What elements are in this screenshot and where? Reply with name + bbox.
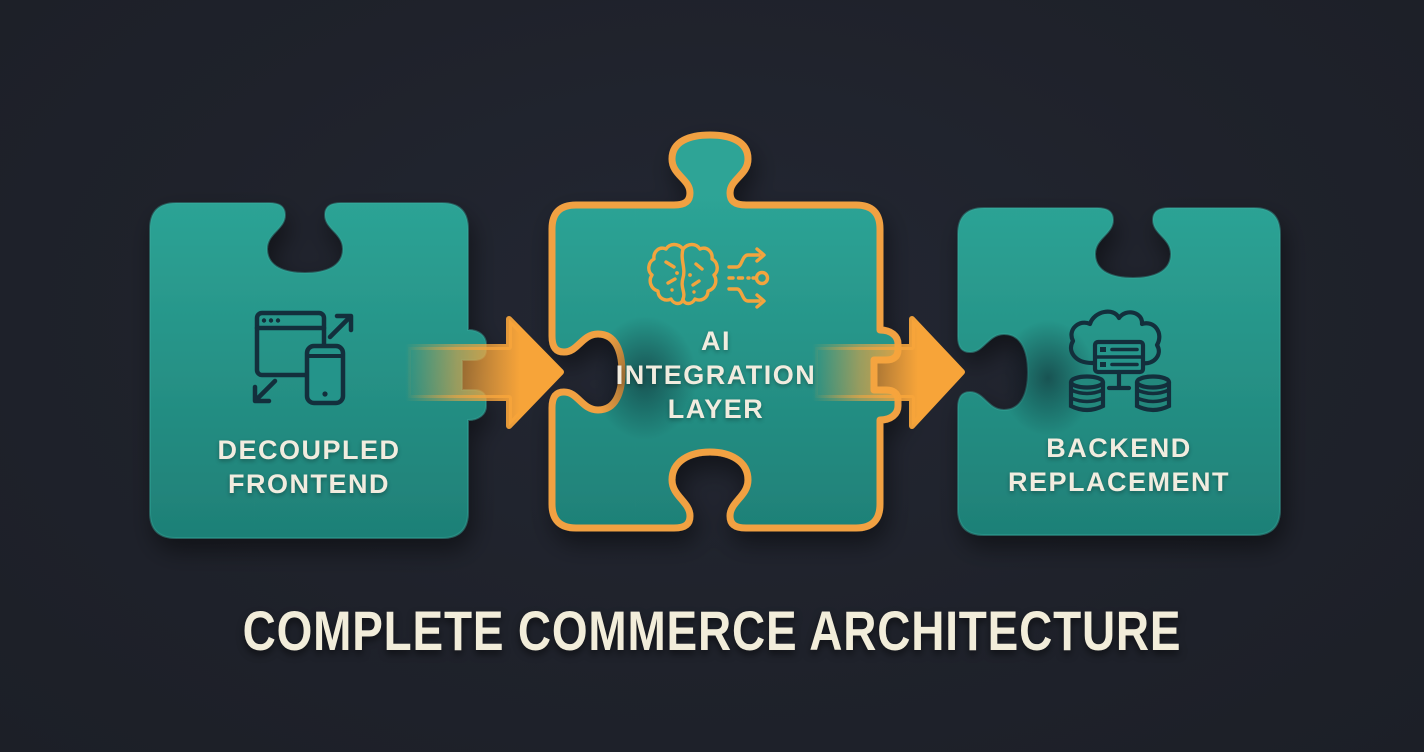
frontend-label-line-2: FRONTEND [228,469,390,499]
backend-label-line-1: BACKEND [1046,433,1192,463]
backend-piece-label: BACKEND REPLACEMENT [958,431,1280,499]
arrow-frontend-to-ai [405,316,564,429]
cloud-server-database-icon [1068,309,1172,413]
ai-label-line-2: INTEGRATION [615,360,817,390]
arrow-ai-to-backend [812,316,965,429]
responsive-devices-icon [252,310,354,406]
ai-socket-shadow [593,316,697,440]
data-flow-icon [727,247,770,309]
ai-label-line-3: LAYER [667,394,765,424]
ai-label-line-1: AI [701,326,731,356]
ai-piece-label: AI INTEGRATION LAYER [552,324,880,426]
backend-label-line-2: REPLACEMENT [1007,467,1230,497]
frontend-piece-label: DECOUPLED FRONTEND [150,433,468,501]
brain-icon [647,242,719,306]
database-cylinders [1068,374,1172,413]
frontend-label-line-1: DECOUPLED [217,435,401,465]
diagram-title: COMPLETE COMMERCE ARCHITECTURE [242,599,1182,662]
